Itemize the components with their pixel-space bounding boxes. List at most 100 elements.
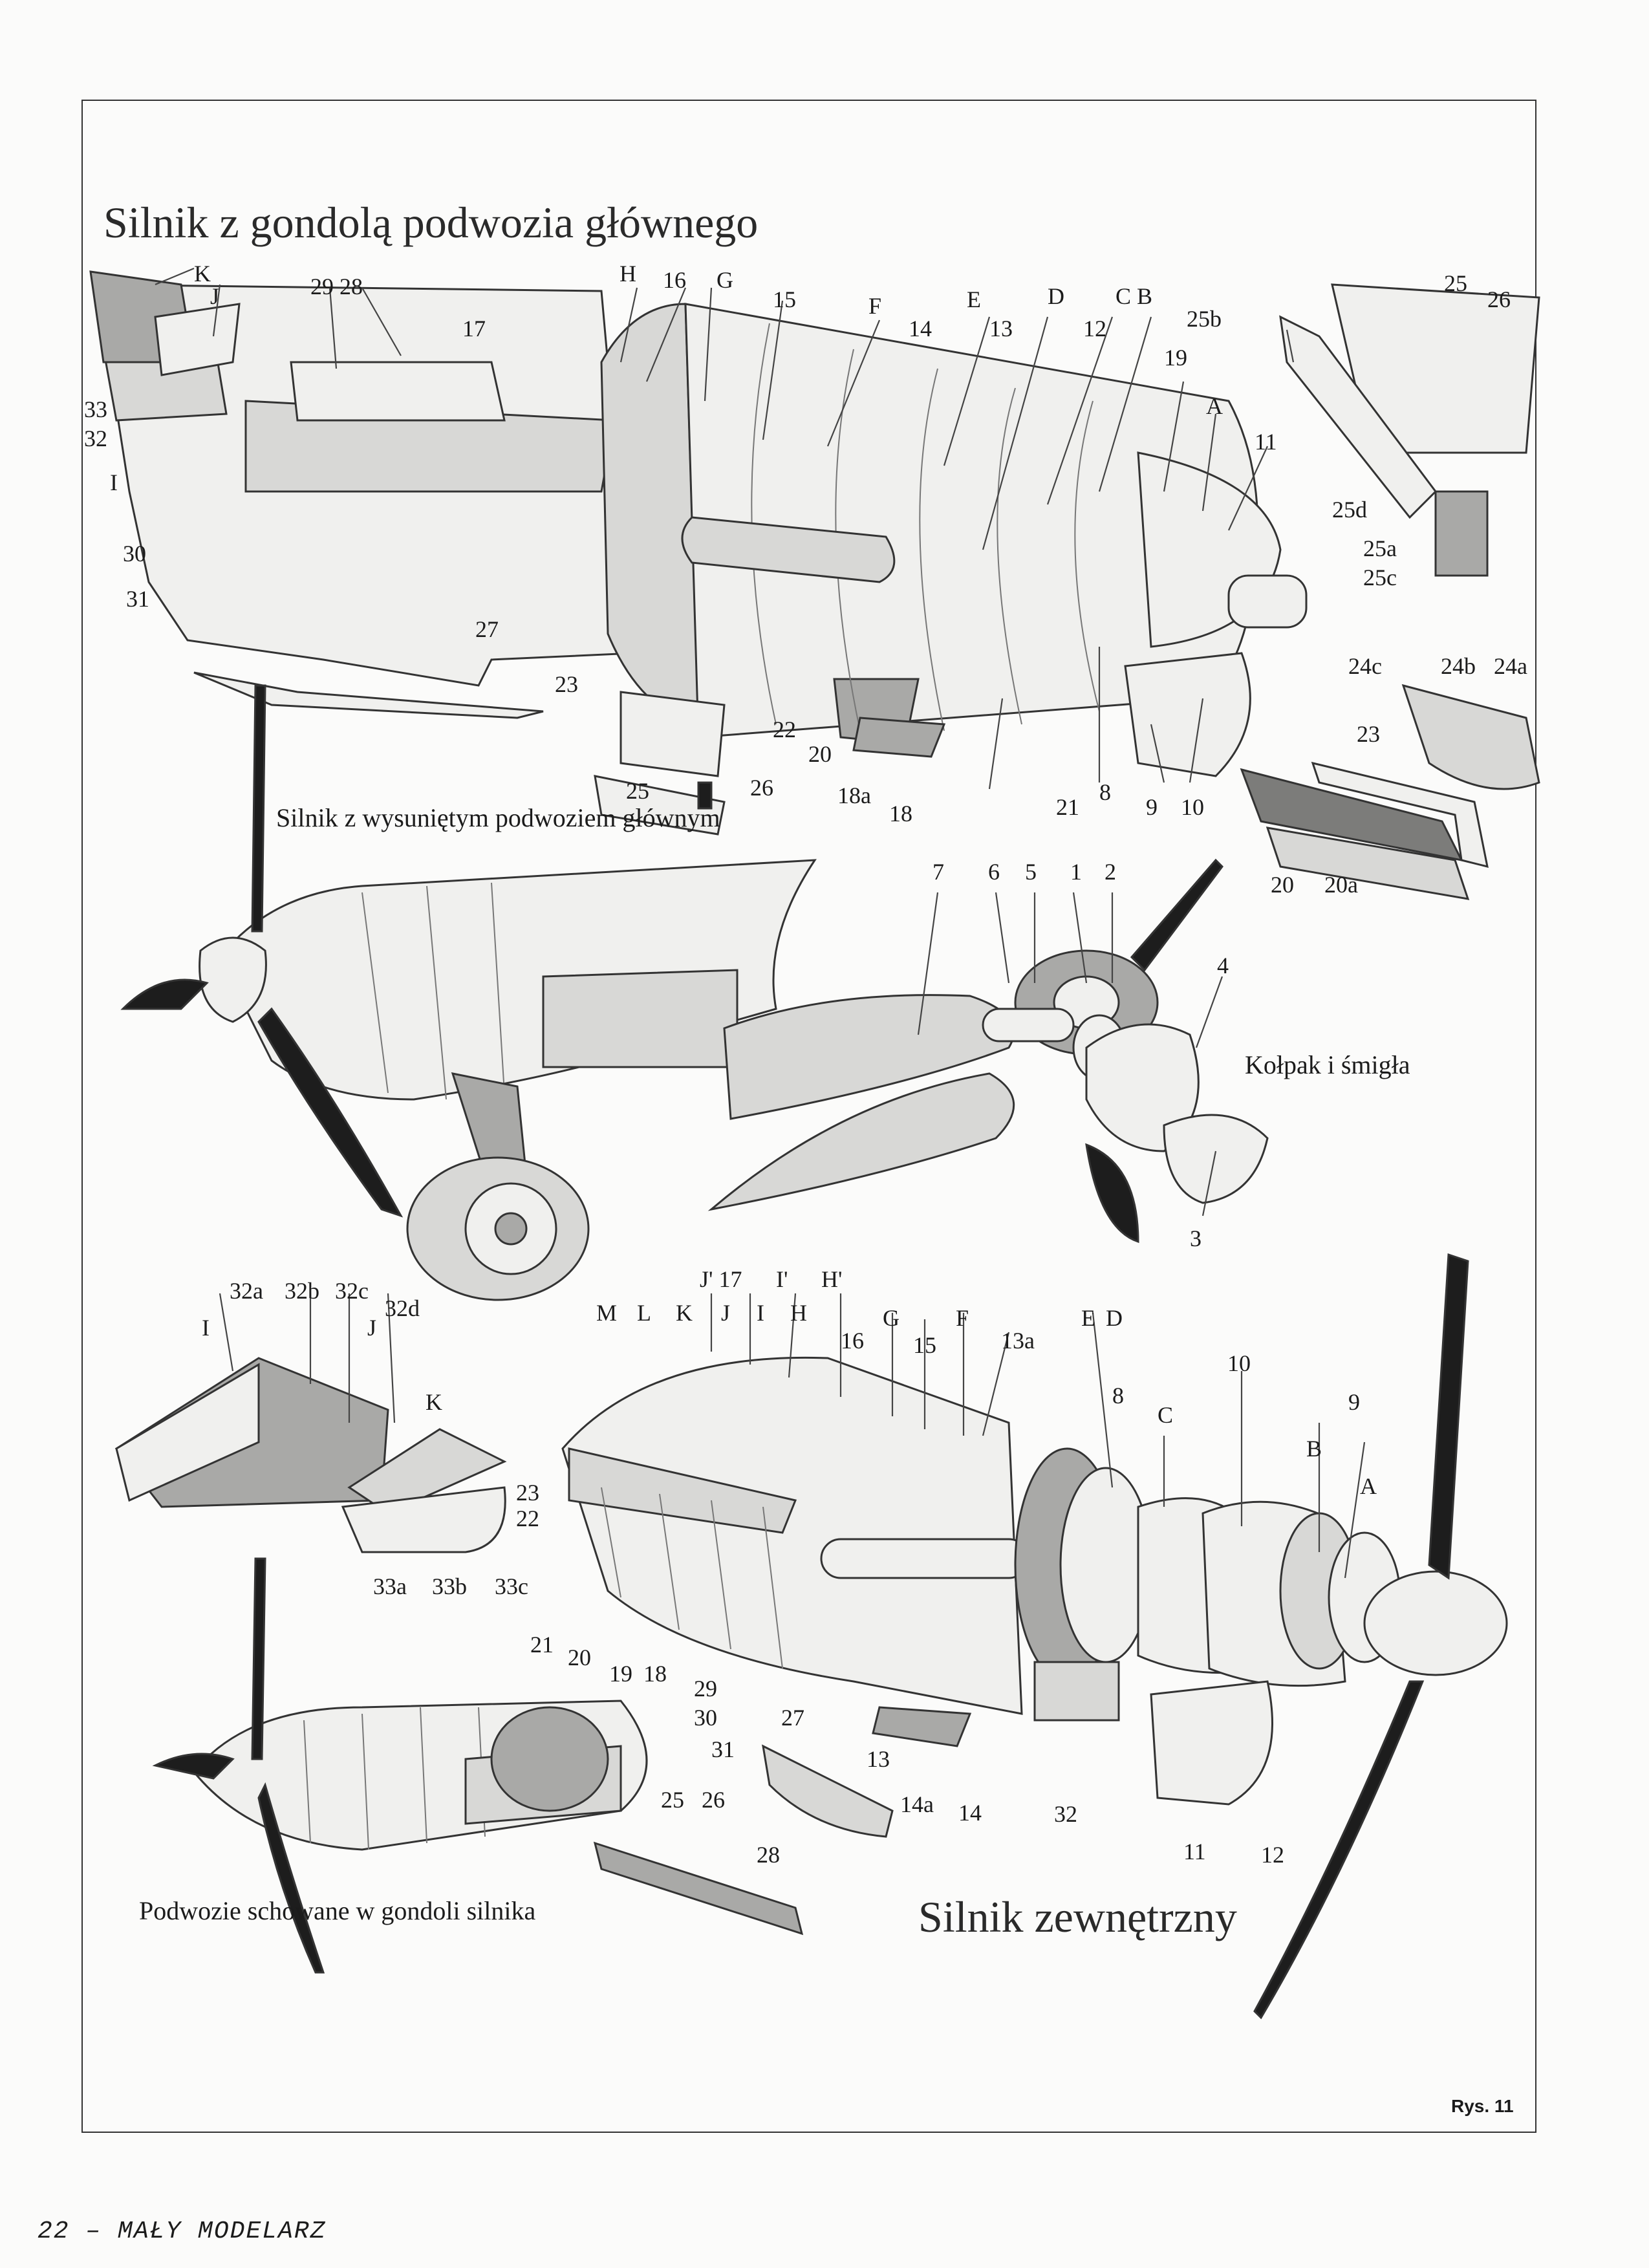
part-label: 9 [1348,1389,1360,1415]
part-label: L [637,1300,651,1326]
part-label: 26 [1487,286,1511,312]
part-label: J [367,1315,377,1341]
part-label: 30 [694,1705,717,1731]
part-label: K [676,1300,693,1326]
part-label: 32c [335,1278,369,1304]
part-label: 13 [989,316,1013,341]
part-label: 21 [1056,794,1079,820]
part-label: 17 [462,316,486,341]
spinner-props-drawing [707,858,1269,1244]
part-label: H [790,1300,807,1326]
part-label: D [1048,283,1064,309]
part-label: 15 [913,1332,936,1358]
part-label: 32d [385,1295,420,1321]
part-label: 27 [475,616,499,642]
part-label: 13a [1001,1328,1035,1354]
part-label: 28 [757,1842,780,1868]
part-label: M [596,1300,618,1326]
part-label: 20 [808,741,832,767]
part-label: 24c [1348,653,1382,679]
part-label: C B [1116,283,1153,309]
part-label: 25a [1363,535,1397,561]
part-label: 22 [516,1506,539,1531]
part-label: 4 [1217,953,1229,978]
part-label: 29 [694,1676,717,1701]
part-label: 32 [1054,1801,1077,1827]
part-label: 22 [773,717,796,742]
part-label: 20a [1324,872,1358,898]
part-label: 32b [285,1278,319,1304]
part-label: 25 [1444,270,1467,296]
part-label: 10 [1181,794,1204,820]
part-label: 7 [932,859,944,885]
part-label: 23 [516,1480,539,1506]
part-label: 18 [643,1661,667,1687]
extended-gear-drawing [120,684,817,1301]
part-label: 11 [1183,1839,1206,1864]
part-label: I [110,470,118,495]
part-label: 16 [841,1328,864,1354]
part-label: G [883,1305,900,1331]
part-label: 12 [1261,1842,1284,1868]
part-label: 15 [773,286,796,312]
gondola-parts-drawing [114,1357,894,1974]
part-label: 31 [126,586,149,612]
page-footer: 22 – MAŁY MODELARZ [38,2218,327,2245]
part-label: F [956,1305,969,1331]
part-label: E [1081,1305,1095,1331]
part-label: F [868,293,882,319]
part-label: E [967,286,981,312]
part-label: 25b [1187,306,1222,332]
part-label: 32 [84,426,107,451]
part-label: 18a [837,783,871,808]
part-label: G [717,267,733,293]
part-label: 25d [1332,497,1367,523]
part-label: 29 28 [310,274,363,299]
part-label: 30 [123,541,146,567]
part-label: 8 [1112,1383,1124,1409]
outer-engine-drawing [561,1253,1508,2020]
part-label: J' 17 [700,1266,742,1292]
part-label: K [426,1389,442,1415]
part-label: 31 [711,1736,735,1762]
part-label: 16 [663,267,686,293]
part-label: 19 [609,1661,632,1687]
part-label: 27 [781,1705,804,1731]
part-label: J [721,1300,731,1326]
part-label: 5 [1025,859,1037,885]
part-label: 1 [1070,859,1082,885]
part-label: 20 [1271,872,1294,898]
part-label: 11 [1255,429,1277,455]
figure-frame [81,100,1536,2133]
part-label: 23 [555,671,578,697]
section-title-retracted-gear: Podwozie schowane w gondoli silnika [139,1896,536,1925]
part-label: I [757,1300,764,1326]
part-label: 33b [432,1573,467,1599]
part-label: 25 [661,1787,684,1813]
part-label: J [210,283,220,309]
part-label: 26 [750,775,773,801]
part-label: 24a [1494,653,1527,679]
part-label: 14 [909,316,932,341]
part-label: 13 [867,1746,890,1772]
part-label: H [620,261,636,286]
part-label: 8 [1099,779,1111,805]
part-label: 9 [1146,794,1158,820]
part-label: 24b [1441,653,1476,679]
gondola-engine-drawing [89,270,1540,900]
part-label: A [1206,393,1223,419]
part-label: 25c [1363,565,1397,590]
part-label: 18 [889,801,912,826]
part-label: 12 [1083,316,1106,341]
part-label: C [1158,1402,1174,1428]
part-label: 33a [373,1573,407,1599]
part-label: I [202,1315,210,1341]
part-label: 10 [1227,1350,1251,1376]
part-label: K [194,261,211,286]
part-label: 20 [568,1645,591,1670]
figure-number: Rys. 11 [1451,2096,1514,2116]
part-label: 21 [530,1632,554,1658]
part-label: B [1306,1436,1322,1462]
section-title-gondola: Silnik z gondolą podwozia głównego [103,198,759,247]
